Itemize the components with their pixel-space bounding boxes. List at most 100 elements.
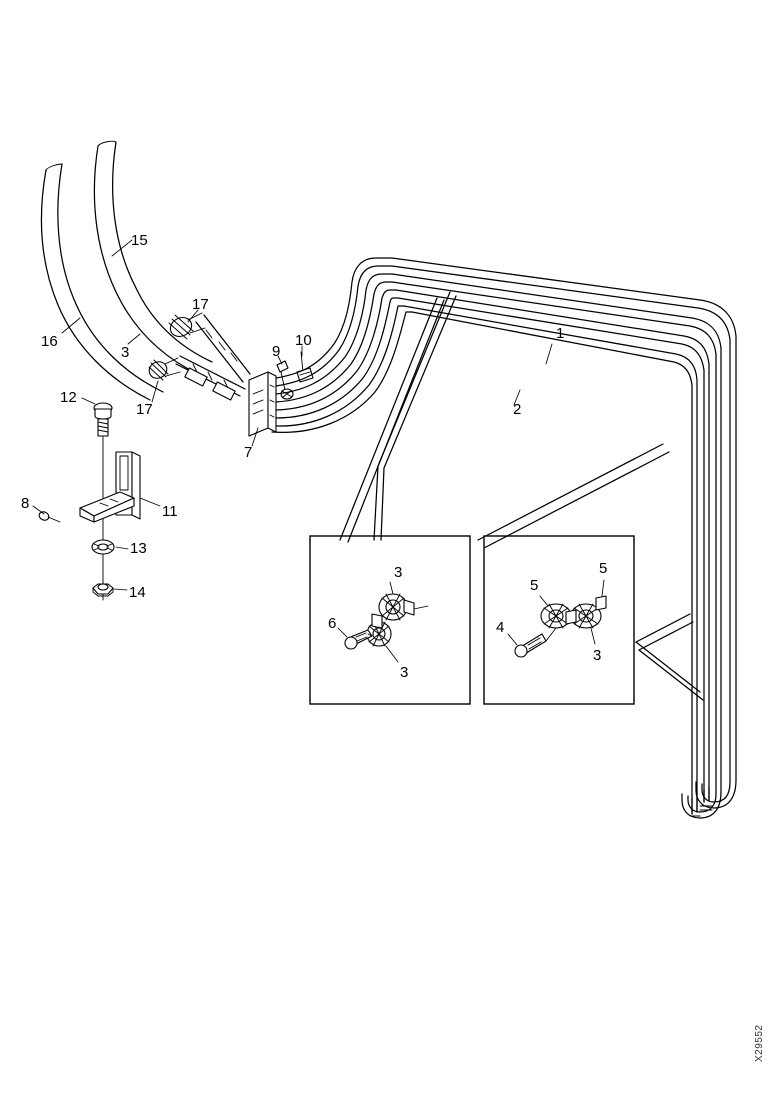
manifold-face-right [267,371,277,433]
bundle-line-1b [275,265,393,387]
detail2-screw-link [545,627,557,642]
tube-run-right-upper [391,257,737,815]
watermark-code-group: X29552 [754,1025,765,1062]
bundle-line-4a [275,305,405,427]
leader-15 [111,239,133,257]
callout-3: 3 [121,344,129,361]
callout-15: 15 [131,232,148,249]
detail2-clampL-knurl [543,603,569,629]
detail1-clamp-plate [403,599,415,616]
detail1-clamp-lower [366,613,399,663]
detail2-callout-5-left: 5 [530,577,538,594]
tube-end-hook-2 [681,791,722,819]
detail2-clamp-left [539,595,572,629]
fitting-9-body [276,360,289,373]
detail1-lead-6 [337,627,348,638]
tube-end-hook-1 [695,779,737,809]
bolt-8-shank [47,516,61,523]
washer-inner [97,543,109,551]
detail1-clamp2-knurl [368,621,390,647]
detail2-lead-4 [507,633,518,646]
hose-15-end-cap [97,140,117,147]
detail-box-right-frame [483,535,635,705]
callout-10: 10 [295,332,312,349]
leader-12 [81,397,96,405]
diag-line-2a [373,291,451,541]
detail2-screw-4 [507,627,557,658]
diag-line-3a [477,443,664,541]
coupling-lower-17 [148,357,181,381]
bracket-foot-right [93,497,135,523]
detail2-screw-head [514,644,528,658]
bundle-line-2b [275,281,393,403]
callout-12: 12 [60,389,77,406]
detail-box-left-labels: 3 6 3 [328,564,408,681]
detail1-clamp-upper [378,581,429,621]
diag-line-5b [638,649,704,701]
hose-15-edge-a [93,145,199,375]
detail1-lead-3-bottom [385,645,399,663]
hose-group-upper-left [40,140,213,401]
detail2-clampR-knurl [573,603,599,629]
bundle-line-3a [275,289,397,411]
cap-screw-thread [97,421,109,433]
washer-13 [91,539,115,555]
coupling-knurl-lower [148,359,169,381]
long-tube-2a [391,273,722,793]
detail-box-left-frame [309,535,471,705]
coupling-stub-lower [164,357,181,377]
tube-mid-edge-b [179,355,246,390]
bolt-8-head [38,511,50,521]
diag-line-5a [635,641,701,693]
tube-upper-edge-b [203,314,251,375]
bracket-vertical-side [131,451,141,520]
bundle-line-2a [275,273,393,395]
bracket-foot-detail [99,498,119,507]
detail1-screw-6 [337,627,373,650]
callout-14: 14 [129,584,146,601]
leader-9 [277,355,283,365]
fitting-9 [276,360,294,400]
leader-7 [251,427,259,447]
leader-17-lower [151,380,159,403]
bundle-line-4b [271,311,413,434]
tube-end-hook-2-inner [687,793,717,813]
manifold-side-ports [269,384,275,418]
detail2-joining-bar [565,609,577,625]
detail1-callout-6: 6 [328,615,336,632]
watermark-code: X29552 [754,1025,765,1062]
bracket-11 [79,451,141,523]
leader-14 [113,588,128,591]
detail2-callout-5-right: 5 [599,560,607,577]
leader-16 [61,317,81,334]
long-tube-2b [391,281,717,795]
hose-16-edge-b [57,163,164,393]
callout-labels: 1 2 3 15 16 17 17 9 10 7 12 8 11 13 14 [21,232,564,601]
nut-14 [92,583,114,597]
detail1-lead-3-top [389,581,394,595]
diag-line-1a [339,297,438,541]
cap-screw-collar [94,408,112,420]
manifold-ports [252,389,264,415]
bracket-assembly [38,402,141,601]
leader-8 [32,505,45,515]
hose-15-edge-b [112,141,213,363]
callout-9: 9 [272,343,280,360]
callout-11: 11 [162,503,178,520]
diag-line-4b [638,621,694,651]
detail-box-left [309,535,471,705]
sleeve-b [212,381,236,401]
detail-box-right [483,535,635,705]
leader-17-upper [187,309,199,323]
tube-upper-edge-a [195,321,244,383]
detail2-callout-4: 4 [496,619,504,636]
detail2-callout-3: 3 [593,647,601,664]
detail1-screw-thread [355,632,368,642]
leader-3 [127,333,141,345]
detail1-link [367,633,373,637]
coupling-upper-17 [168,312,206,340]
diag-line-3b [483,451,670,549]
leader-11 [139,497,161,507]
detail1-clamp-knurl [381,593,405,621]
callout-17-upper: 17 [192,296,209,313]
